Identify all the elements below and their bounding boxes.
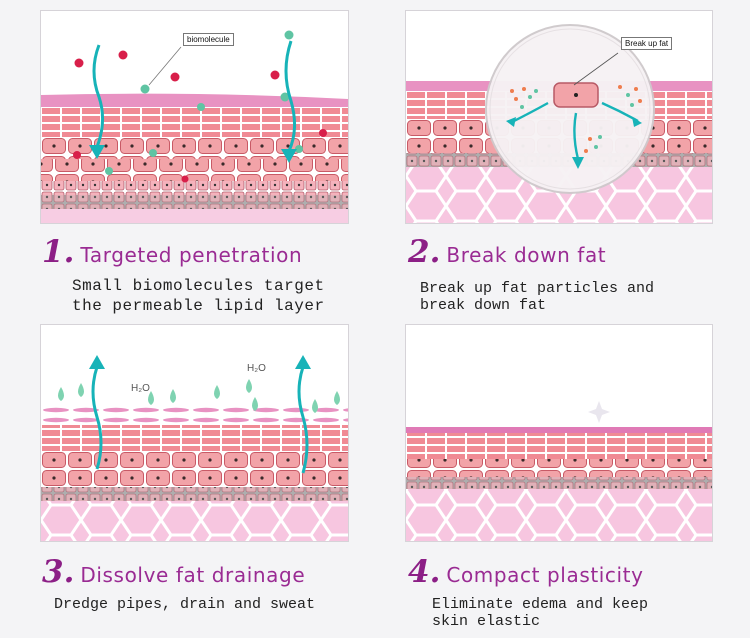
step-number: 1. bbox=[42, 234, 75, 270]
panel-break-down-fat: Break up fat bbox=[405, 10, 713, 224]
step-4-heading: 4. Compact plasticity bbox=[408, 554, 644, 590]
description-line: Small biomolecules target bbox=[72, 277, 325, 295]
step-4-description: Eliminate edema and keep skin elastic bbox=[432, 596, 648, 630]
step-1-description: Small biomolecules target the permeable … bbox=[72, 276, 325, 316]
h2o-label: H₂O bbox=[131, 383, 150, 394]
step-2-heading: 2. Break down fat bbox=[408, 234, 606, 270]
description-line: Dredge pipes, drain and sweat bbox=[54, 596, 316, 613]
drainage-arrows bbox=[91, 366, 309, 474]
step-number: 2. bbox=[408, 234, 441, 270]
penetration-arrows bbox=[92, 40, 296, 152]
drainage-illustration bbox=[41, 325, 348, 541]
panel-compact-plasticity bbox=[405, 324, 713, 542]
step-title: Dissolve fat drainage bbox=[80, 563, 306, 587]
compact-skin-illustration bbox=[406, 325, 712, 541]
panel-targeted-penetration: biomolecule bbox=[40, 10, 349, 224]
description-line: skin elastic bbox=[432, 613, 541, 630]
fat-particles bbox=[510, 85, 642, 153]
description-line: break down fat bbox=[420, 297, 547, 314]
step-3-description: Dredge pipes, drain and sweat bbox=[54, 596, 315, 613]
step-title: Targeted penetration bbox=[80, 243, 303, 267]
step-title: Compact plasticity bbox=[446, 563, 644, 587]
sparkle-icon bbox=[588, 401, 610, 423]
step-3-heading: 3. Dissolve fat drainage bbox=[42, 554, 305, 590]
biomolecule-callout: biomolecule bbox=[183, 33, 234, 46]
step-number: 3. bbox=[42, 554, 75, 590]
step-title: Break down fat bbox=[446, 243, 607, 267]
water-droplets bbox=[58, 379, 340, 413]
skin-penetration-illustration bbox=[41, 11, 348, 223]
h2o-label: H₂O bbox=[247, 363, 266, 374]
step-number: 4. bbox=[408, 554, 441, 590]
panel-dissolve-fat-drainage: H₂O H₂O bbox=[40, 324, 349, 542]
step-1-heading: 1. Targeted penetration bbox=[42, 234, 302, 270]
description-line: the permeable lipid layer bbox=[72, 297, 325, 315]
description-line: Eliminate edema and keep bbox=[432, 596, 649, 613]
break-up-fat-callout: Break up fat bbox=[621, 37, 673, 50]
description-line: Break up fat particles and bbox=[420, 280, 655, 297]
step-2-description: Break up fat particles and break down fa… bbox=[420, 280, 654, 314]
biomolecule-particles bbox=[73, 30, 327, 183]
